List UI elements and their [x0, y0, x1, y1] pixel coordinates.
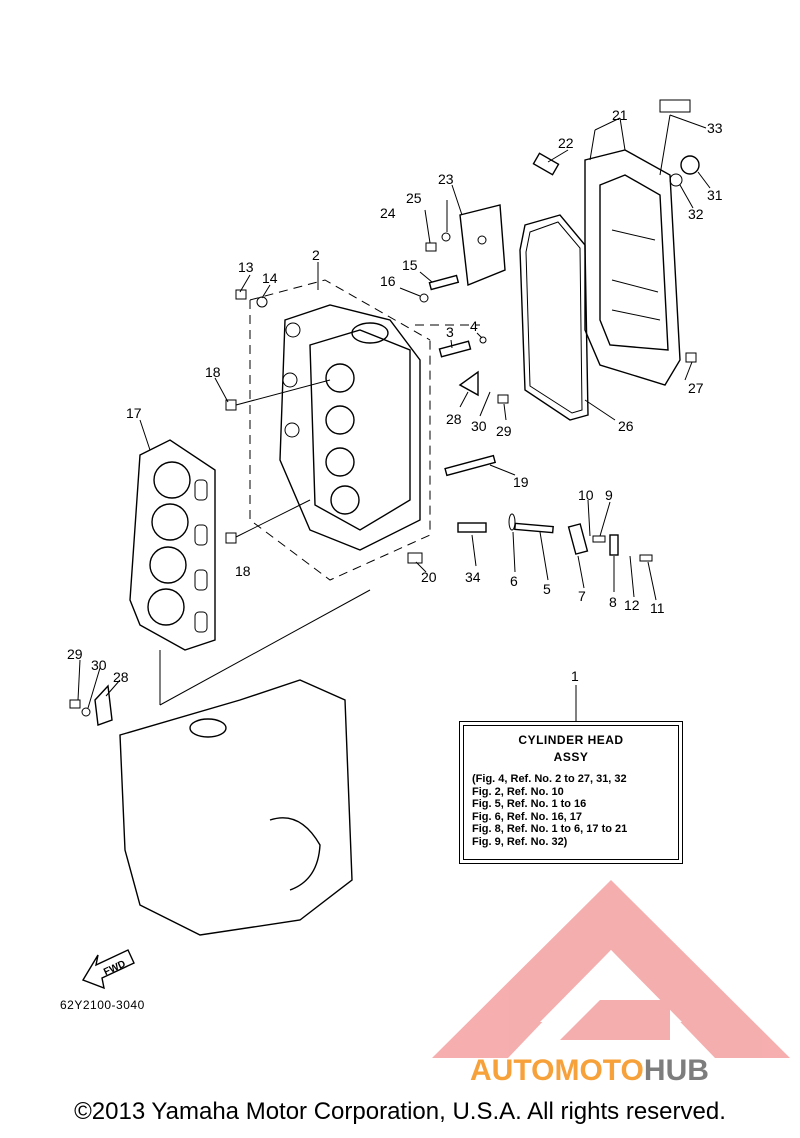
cylinder-head [279, 304, 421, 551]
ref-26: 26 [618, 418, 634, 434]
info-line: Fig. 6, Ref. No. 16, 17 [472, 810, 583, 823]
ref-11: 11 [650, 600, 665, 616]
info-title: CYLINDER HEAD [518, 733, 624, 747]
ref-16: 16 [380, 273, 396, 289]
ref-2: 2 [312, 247, 320, 263]
ref-34: 34 [465, 569, 481, 585]
ref-13: 13 [238, 259, 254, 275]
diagram-code: 62Y2100-3040 [60, 998, 145, 1012]
ref-29-lower: 29 [67, 646, 83, 662]
ref-20: 20 [421, 569, 437, 585]
ref-33: 33 [707, 120, 723, 136]
fwd-label: FWD [102, 959, 127, 979]
ref-29-upper: 29 [496, 423, 512, 439]
ref-8: 8 [609, 594, 617, 610]
watermark-logo [432, 880, 790, 1058]
info-line: Fig. 9, Ref. No. 32) [472, 835, 568, 848]
ref-24: 24 [380, 205, 396, 221]
ref-12: 12 [624, 597, 640, 613]
ref-18-upper: 18 [205, 364, 221, 380]
copyright-notice: ©2013 Yamaha Motor Corporation, U.S.A. A… [74, 1098, 726, 1125]
info-line: (Fig. 4, Ref. No. 2 to 27, 31, 32 [472, 773, 627, 785]
watermark-brand: AUTOMOTOHUB [470, 1054, 709, 1088]
assembly-dashed-outline [249, 279, 480, 581]
cylinder-block [119, 589, 371, 936]
ref-7: 7 [578, 588, 586, 604]
ref-1: 1 [571, 668, 579, 684]
ref-17: 17 [126, 405, 142, 421]
ref-25: 25 [406, 190, 422, 206]
ref-23: 23 [438, 171, 454, 187]
reference-numbers: 1 2 3 4 5 6 7 8 9 10 11 12 13 14 15 16 1… [67, 107, 723, 685]
ref-22: 22 [558, 135, 574, 151]
ref-19: 19 [513, 474, 529, 490]
info-subtitle: ASSY [553, 749, 589, 764]
cylinder-head-cover [584, 149, 681, 386]
ref-10: 10 [578, 487, 594, 503]
ref-32: 32 [688, 206, 704, 222]
ref-14: 14 [262, 270, 278, 286]
assembly-info-inner: CYLINDER HEAD ASSY (Fig. 4, Ref. No. 2 t… [463, 725, 679, 860]
ref-30-upper: 30 [471, 418, 487, 434]
info-line: Fig. 5, Ref. No. 1 to 16 [472, 798, 587, 810]
ref-15: 15 [402, 257, 418, 273]
leader-lines [77, 114, 711, 721]
assembly-info-box: CYLINDER HEAD ASSY (Fig. 4, Ref. No. 2 t… [459, 721, 683, 864]
ref-28-lower: 28 [113, 669, 129, 685]
info-line: Fig. 8, Ref. No. 1 to 6, 17 to 21 [472, 823, 628, 835]
info-line: Fig. 2, Ref. No. 10 [472, 785, 564, 798]
ref-21: 21 [612, 107, 628, 123]
ref-9: 9 [605, 487, 613, 503]
ref-3: 3 [446, 324, 454, 340]
ref-6: 6 [510, 573, 518, 589]
ref-31: 31 [707, 187, 723, 203]
ref-4: 4 [470, 318, 478, 334]
ref-18-lower: 18 [235, 563, 251, 579]
ref-30-lower: 30 [91, 657, 107, 673]
ref-5: 5 [543, 581, 551, 597]
cover-plate [459, 204, 506, 286]
cylinder-head-gasket [129, 439, 216, 651]
cover-gasket [519, 214, 589, 421]
ref-28-upper: 28 [446, 411, 462, 427]
bolts-and-small-parts [69, 99, 700, 726]
watermark-brand-part1: AUTOMOTO [470, 1054, 644, 1087]
ref-27: 27 [688, 380, 704, 396]
fwd-arrow-icon: FWD [81, 949, 135, 990]
watermark-brand-part2: HUB [643, 1054, 709, 1087]
